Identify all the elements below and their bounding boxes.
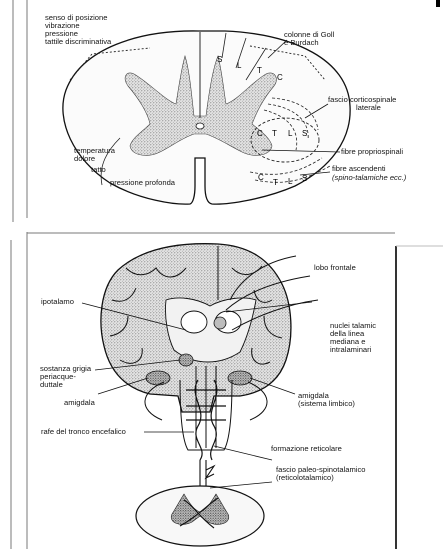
spinal-cord-section: S L T C C T L S C T L S [63, 31, 350, 204]
central-canal [196, 123, 204, 129]
column-letter-c: C [277, 73, 283, 82]
tract-letter-t: T [272, 129, 277, 138]
brain-diagram [82, 244, 318, 546]
label-touch: tatto [91, 166, 106, 174]
ventral-letter-s: S [302, 174, 307, 183]
label-corticospinal-2: laterale [356, 104, 381, 112]
column-letter-t: T [257, 66, 262, 75]
label-goll-burdach-2: e Burdach [284, 39, 319, 47]
label-thalamic-nuclei-4: intralaminari [330, 346, 371, 354]
column-letter-s: S [217, 55, 222, 64]
ventral-letter-l: L [288, 177, 293, 186]
ventral-letter-t: T [273, 178, 278, 187]
label-ascending-2: (spino-talamiche ecc.) [332, 174, 406, 182]
tract-letter-l: L [288, 129, 293, 138]
column-letter-l: L [237, 61, 242, 70]
periaqueductal-grey [179, 354, 193, 366]
label-hypothalamus: ipotalamo [41, 298, 74, 306]
label-tactile-discriminative: tattile discriminativa [45, 38, 111, 46]
tract-letter-c: C [257, 129, 263, 138]
label-deep-pressure: pressione profonda [110, 179, 175, 187]
lower-cord [136, 486, 264, 546]
label-pain: dolore [74, 155, 95, 163]
corner-mark [436, 0, 440, 7]
label-amygdala-left: amigdala [64, 399, 95, 407]
label-raphe: rafe del tronco encefalico [41, 428, 126, 436]
tract-letter-s: S [302, 129, 307, 138]
label-reticular: formazione reticolare [271, 445, 342, 453]
label-amygdala-right-2: (sistema limbico) [298, 400, 355, 408]
label-grey-matter-3: duttale [40, 381, 63, 389]
label-propriospinal: fibre propriospinali [341, 148, 403, 156]
label-paleo-2: (reticolotalamico) [276, 474, 334, 482]
ventral-letter-c: C [258, 173, 264, 182]
thalamic-nucleus [214, 317, 226, 329]
label-frontal-lobe: lobo frontale [314, 264, 356, 272]
left-amygdala [146, 371, 170, 385]
